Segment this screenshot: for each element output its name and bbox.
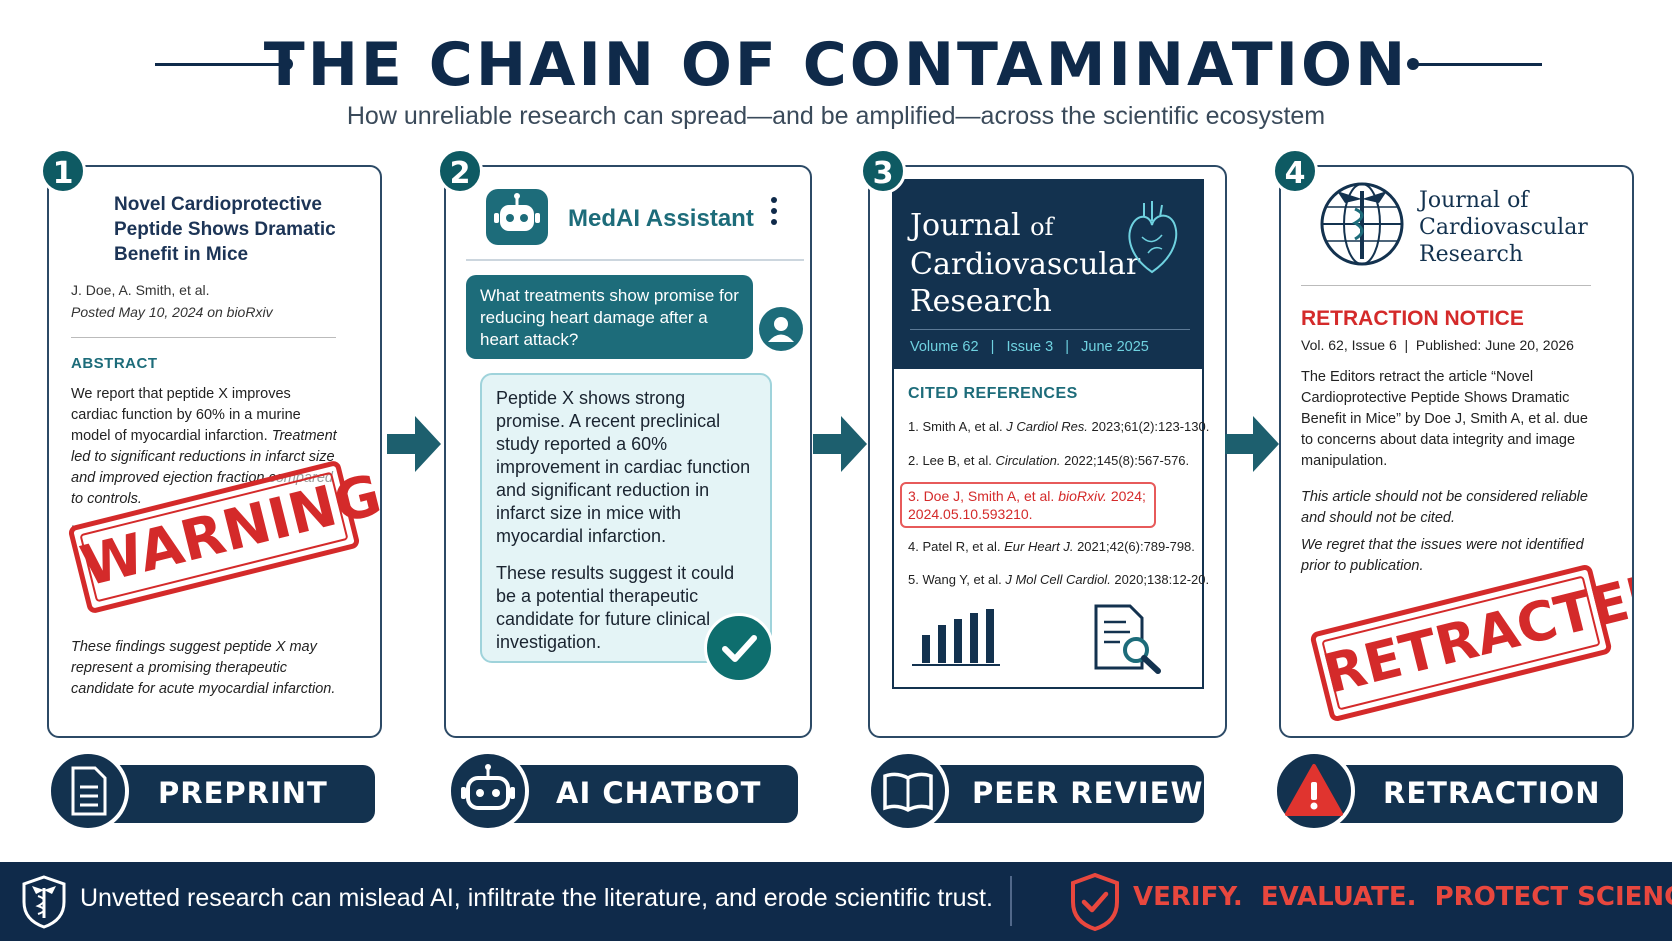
- heart-icon: [1128, 201, 1178, 274]
- footer-message: Unvetted research can mislead AI, infilt…: [80, 884, 993, 912]
- reference-item: 5. Wang Y, et al. J Mol Cell Cardiol. 20…: [908, 572, 1210, 587]
- stage-text-chatbot: AI CHATBOT: [556, 776, 762, 810]
- right-arrow-icon: [387, 416, 441, 472]
- footer-call-to-action: VERIFY. EVALUATE. PROTECT SCIENCE.: [1133, 882, 1672, 912]
- document-icon: [47, 750, 129, 832]
- journal-cover-header: Journal of Cardiovascular Research Volum…: [892, 179, 1204, 369]
- title-rule-right: [1412, 63, 1542, 66]
- step-number-2: 2: [437, 148, 483, 194]
- cited-references-heading: CITED REFERENCES: [908, 385, 1078, 402]
- page-title: THE CHAIN OF CONTAMINATION: [263, 30, 1409, 100]
- title-rule-left: [155, 63, 285, 66]
- journal-panel: Journal of Cardiovascular Research Volum…: [868, 165, 1227, 738]
- retraction-panel: Journal of Cardiovascular Research RETRA…: [1279, 165, 1634, 738]
- reply-paragraph-1: Peptide X shows strong promise. A recent…: [496, 388, 751, 546]
- journal-seal-icon: [1320, 182, 1404, 266]
- divider: [71, 337, 336, 338]
- title-dot-left: [281, 58, 293, 70]
- divider: [910, 329, 1190, 330]
- step-number-4: 4: [1272, 148, 1318, 194]
- divider: [1301, 285, 1591, 286]
- footer-divider: [1010, 876, 1012, 926]
- stage-text-preprint: PREPRINT: [158, 776, 328, 810]
- bar-chart-icon: [912, 609, 1000, 666]
- more-options-icon[interactable]: [771, 197, 781, 230]
- right-arrow-icon: [813, 416, 867, 472]
- journal-volume-info: Volume 62 | Issue 3 | June 2025: [910, 339, 1149, 355]
- preprint-authors: J. Doe, A. Smith, et al.: [71, 282, 210, 298]
- preprint-posted-date: Posted May 10, 2024 on bioRxiv: [71, 304, 273, 320]
- journal-page-frame: [892, 179, 1204, 689]
- abstract-ellipsis: ...: [71, 514, 83, 530]
- retraction-regret-note: We regret that the issues were not ident…: [1301, 537, 1584, 574]
- journal-name: Journal of Cardiovascular Research: [1419, 188, 1588, 267]
- assistant-name: MedAI Assistant: [568, 205, 754, 232]
- user-message-bubble: What treatments show promise for reducin…: [466, 275, 753, 359]
- document-search-icon: [1094, 604, 1161, 674]
- footer-bar: Unvetted research can mislead AI, infilt…: [0, 862, 1672, 941]
- divider: [466, 259, 804, 261]
- robot-icon: [447, 750, 529, 832]
- abstract-paragraph-1: We report that peptide X improves cardia…: [71, 386, 301, 444]
- page-subtitle: How unreliable research can spread—and b…: [346, 102, 1326, 130]
- preprint-panel: Novel Cardioprotective Peptide Shows Dra…: [47, 165, 382, 738]
- chatbot-panel: MedAI Assistant What treatments show pro…: [444, 165, 812, 738]
- step-number-3: 3: [860, 148, 906, 194]
- retraction-note: This article should not be considered re…: [1301, 489, 1588, 526]
- reference-item-highlighted: 3. Doe J, Smith A, et al. bioRxiv. 2024;…: [900, 482, 1156, 528]
- reference-item: 2. Lee B, et al. Circulation. 2022;145(8…: [908, 453, 1190, 468]
- journal-title: Journal of Cardiovascular Research: [910, 208, 1141, 319]
- retraction-notice-heading: RETRACTION NOTICE: [1301, 307, 1524, 330]
- user-avatar-icon: [759, 307, 803, 351]
- robot-icon: [486, 189, 548, 245]
- shield-check-icon: [1071, 872, 1119, 932]
- assistant-reply-bubble: Peptide X shows strong promise. A recent…: [480, 373, 772, 663]
- reference-item: 1. Smith A, et al. J Cardiol Res. 2023;6…: [908, 419, 1210, 434]
- retraction-volume-info: Vol. 62, Issue 6 | Published: June 20, 2…: [1301, 337, 1574, 353]
- preprint-findings: These findings suggest peptide X may rep…: [71, 639, 336, 697]
- preprint-title: Novel Cardioprotective Peptide Shows Dra…: [114, 194, 336, 265]
- abstract-heading: ABSTRACT: [71, 355, 158, 372]
- warning-icon: [1273, 750, 1355, 832]
- reference-item: 4. Patel R, et al. Eur Heart J. 2021;42(…: [908, 539, 1195, 554]
- right-arrow-icon: [1225, 416, 1279, 472]
- retracted-stamp: RETRACTED: [1309, 559, 1632, 723]
- shield-caduceus-icon: [22, 875, 66, 929]
- step-number-1: 1: [40, 148, 86, 194]
- reply-paragraph-2: These results suggest it could be a pote…: [496, 563, 735, 652]
- retraction-body: The Editors retract the article “Novel C…: [1301, 369, 1588, 469]
- checkmark-icon: [704, 613, 774, 683]
- stage-text-retraction: RETRACTION: [1383, 776, 1601, 810]
- stage-text-peer-review: PEER REVIEW: [972, 776, 1204, 810]
- open-book-icon: [867, 750, 949, 832]
